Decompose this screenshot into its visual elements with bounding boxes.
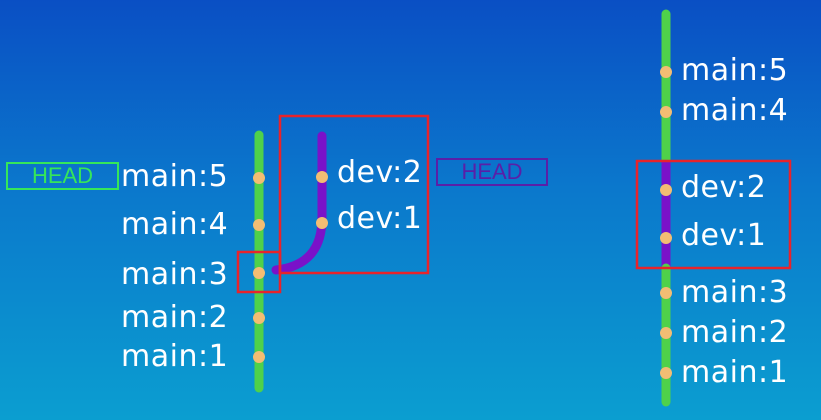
dev-branch-line [271, 131, 327, 275]
branch-point-highlight-box [236, 250, 282, 294]
label-main-3: main:3 [121, 257, 229, 292]
label-main-2: main:2 [121, 300, 229, 335]
label-main-5: main:5 [121, 159, 229, 194]
head-main-tag: HEAD [6, 162, 119, 190]
merged-node-dev-1 [660, 232, 672, 244]
merged-label-dev-2: dev:2 [681, 170, 767, 205]
label-main-1: main:1 [121, 339, 229, 374]
commit-node-main-3 [253, 267, 265, 279]
merged-node-main-1 [660, 367, 672, 379]
merged-label-dev-1: dev:1 [681, 218, 767, 253]
commit-node-main-1 [253, 351, 265, 363]
merged-label-main-2: main:2 [681, 315, 789, 350]
head-dev-tag: HEAD [436, 158, 548, 186]
merged-node-dev-2 [660, 184, 672, 196]
commit-node-main-2 [253, 312, 265, 324]
label-dev-2: dev:2 [337, 155, 423, 190]
commit-node-dev-2 [316, 171, 328, 183]
merged-label-main-1: main:1 [681, 355, 789, 390]
label-dev-1: dev:1 [337, 201, 423, 236]
merged-node-main-5 [660, 66, 672, 78]
merged-label-main-5: main:5 [681, 53, 789, 88]
label-main-4: main:4 [121, 207, 229, 242]
merged-label-main-3: main:3 [681, 275, 789, 310]
merged-node-main-3 [660, 287, 672, 299]
dev-branch-highlight-box [278, 114, 430, 275]
commit-node-main-5 [253, 172, 265, 184]
merged-node-main-2 [660, 327, 672, 339]
commit-node-main-4 [253, 219, 265, 231]
commit-node-dev-1 [316, 217, 328, 229]
merged-dev-highlight-box [635, 159, 792, 270]
merged-node-main-4 [660, 106, 672, 118]
merged-label-main-4: main:4 [681, 93, 789, 128]
